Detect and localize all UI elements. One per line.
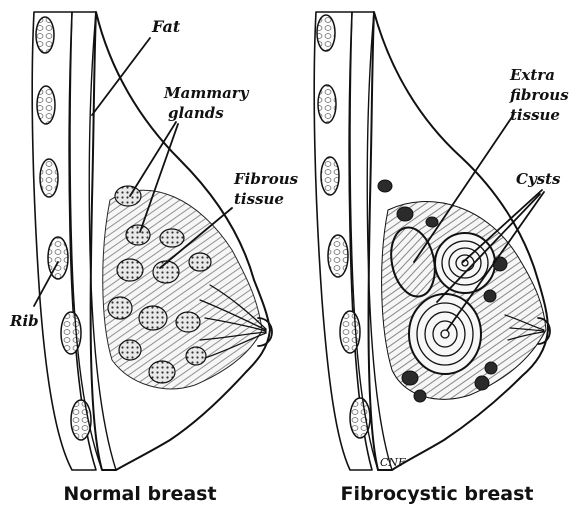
gland-lobule [189,253,211,271]
small-cyst [426,217,438,227]
fibrocystic-breast-drawing: Extra fibrous tissue Cysts CNF [314,12,569,470]
gland-lobule [160,229,184,247]
gland-lobule [139,306,167,330]
gland-lobule [108,297,132,319]
small-cyst [414,390,426,402]
label-fibrous-line2: tissue [234,190,284,208]
small-cyst [484,290,496,302]
small-cyst [397,207,413,221]
rib-shape [318,85,336,123]
label-rib: Rib [9,312,39,330]
rib-shape [36,17,54,53]
label-mammary-line1: Mammary [163,84,250,102]
rib-shape [317,15,335,51]
caption-normal-breast: Normal breast [63,483,216,505]
rib-shape [328,235,348,277]
rib-shape [350,398,370,438]
gland-lobule [153,261,179,283]
gland-lobule [119,340,141,360]
small-cyst [485,362,497,374]
gland-lobule [117,259,143,281]
normal-breast-drawing: Fat Mammary glands Fibrous tissue Rib [9,12,299,470]
gland-lobule [149,361,175,383]
label-fat: Fat [151,17,181,36]
gland-lobule [186,347,206,365]
fat-leader [92,38,150,115]
artist-signature: CNF [380,456,406,469]
label-cysts: Cysts [516,170,561,188]
label-extra-line1: Extra [509,66,555,84]
small-cyst [493,257,507,271]
large-cyst-lower [409,294,481,374]
rib-cross-sections [317,15,370,438]
caption-fibrocystic-breast: Fibrocystic breast [340,483,533,505]
gland-lobule [115,186,141,206]
label-mammary-line2: glands [168,104,224,122]
small-cyst [378,180,392,192]
small-cyst [402,371,418,385]
label-fibrous-line1: Fibrous [233,170,299,188]
small-cyst [475,376,489,390]
rib-shape [37,86,55,124]
label-extra-line2: fibrous [509,86,569,104]
rib-shape [321,157,339,195]
gland-lobule [126,225,150,245]
label-extra-line3: tissue [510,106,560,124]
mammary-leader-1 [130,122,176,196]
rib-cross-sections [36,17,91,440]
rib-shape [40,159,58,197]
gland-lobule [176,312,200,332]
rib-shape [48,237,68,279]
